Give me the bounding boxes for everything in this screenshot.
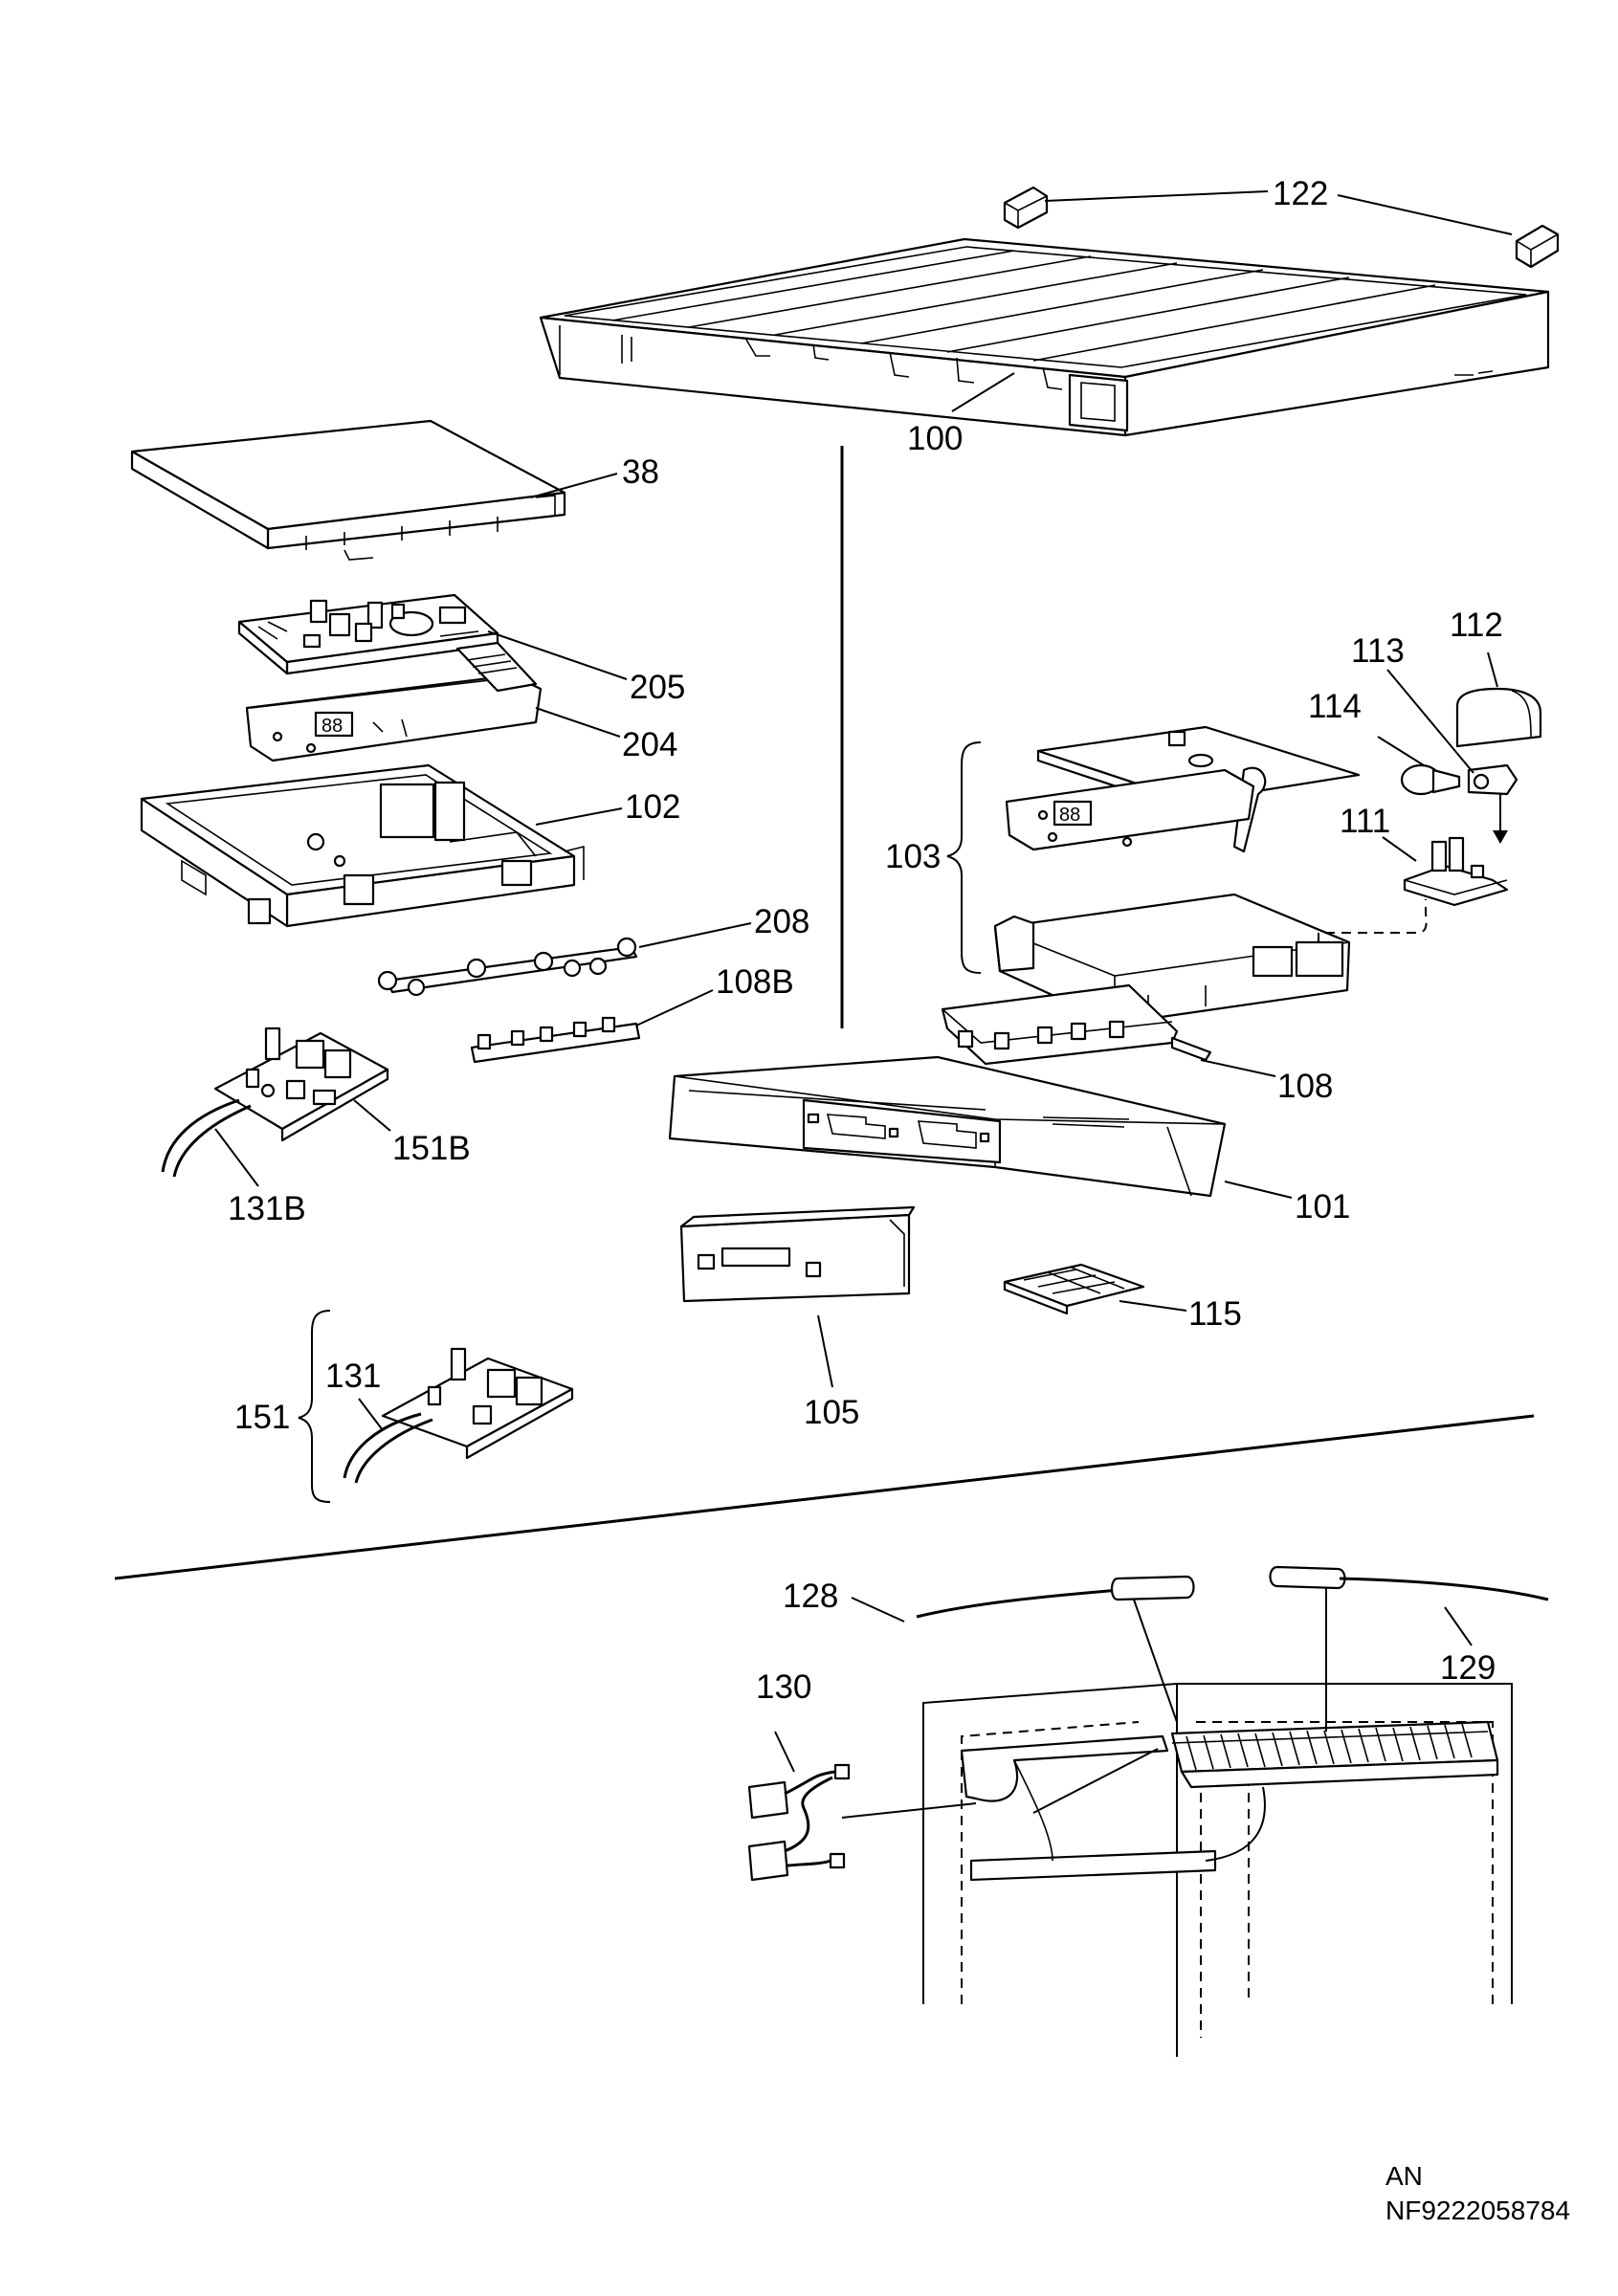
label-130: 130 — [756, 1668, 811, 1706]
part-129-sensor — [1269, 1565, 1549, 1601]
label-112: 112 — [1450, 607, 1503, 644]
section-divider-diagonal — [114, 1414, 1535, 1580]
label-204: 204 — [622, 726, 677, 763]
label-111: 111 — [1340, 803, 1390, 840]
part-105-display-window — [679, 1205, 916, 1303]
label-102: 102 — [625, 788, 680, 826]
part-102-housing-frame — [140, 763, 585, 928]
part-113-lamp-socket — [1467, 763, 1518, 796]
label-129: 129 — [1440, 1649, 1496, 1687]
part-112-lamp-cover — [1455, 687, 1542, 748]
label-151: 151 — [234, 1399, 290, 1436]
part-101-control-panel — [668, 1055, 1227, 1198]
label-114: 114 — [1308, 688, 1362, 725]
part-130-connector-harness — [747, 1763, 851, 1882]
label-131B: 131B — [228, 1190, 306, 1227]
diagram-reference-code: NF9222058784 — [1385, 2196, 1570, 2225]
part-108-key-module — [941, 983, 1212, 1066]
label-101: 101 — [1295, 1188, 1350, 1225]
part-108B-key-strip — [470, 1016, 641, 1064]
part-131-cable — [343, 1412, 433, 1484]
display-digits-103: 88 — [1059, 805, 1080, 826]
bracket-151 — [298, 1310, 331, 1503]
label-128: 128 — [783, 1578, 838, 1615]
part-204-display-board: 88 — [245, 641, 543, 762]
part-128-sensor — [916, 1575, 1195, 1619]
label-151B: 151B — [392, 1130, 471, 1167]
label-122: 122 — [1273, 175, 1328, 212]
label-105: 105 — [804, 1394, 859, 1431]
label-205: 205 — [630, 669, 685, 706]
label-208: 208 — [754, 903, 809, 940]
part-38-lid — [130, 419, 566, 561]
part-151B-power-board — [213, 1027, 389, 1142]
part-131B-cable — [161, 1098, 252, 1178]
part-103-display-board: 88 — [1005, 768, 1255, 851]
part-114-lamp — [1400, 763, 1461, 796]
variant-code: AN — [1385, 2161, 1423, 2191]
part-208-button-springs — [377, 937, 638, 997]
part-122-end-caps — [1003, 186, 1560, 269]
part-100-top-cover — [539, 237, 1550, 437]
label-115: 115 — [1188, 1295, 1242, 1333]
label-100: 100 — [907, 420, 963, 457]
label-38: 38 — [622, 453, 659, 491]
label-131: 131 — [325, 1358, 381, 1395]
part-evaporator-fins — [1170, 1720, 1499, 1789]
bracket-103 — [946, 741, 982, 974]
part-115-filter-grille — [1003, 1263, 1145, 1315]
label-103: 103 — [885, 838, 941, 875]
cabinet-outline — [922, 1683, 1513, 2057]
label-108B: 108B — [716, 963, 794, 1001]
display-digits: 88 — [321, 716, 343, 737]
part-111-lamp-holder — [1403, 836, 1509, 907]
part-151-power-board — [381, 1347, 574, 1460]
label-108: 108 — [1277, 1068, 1333, 1105]
part-205-main-pcb — [237, 593, 499, 675]
label-113: 113 — [1351, 632, 1405, 670]
